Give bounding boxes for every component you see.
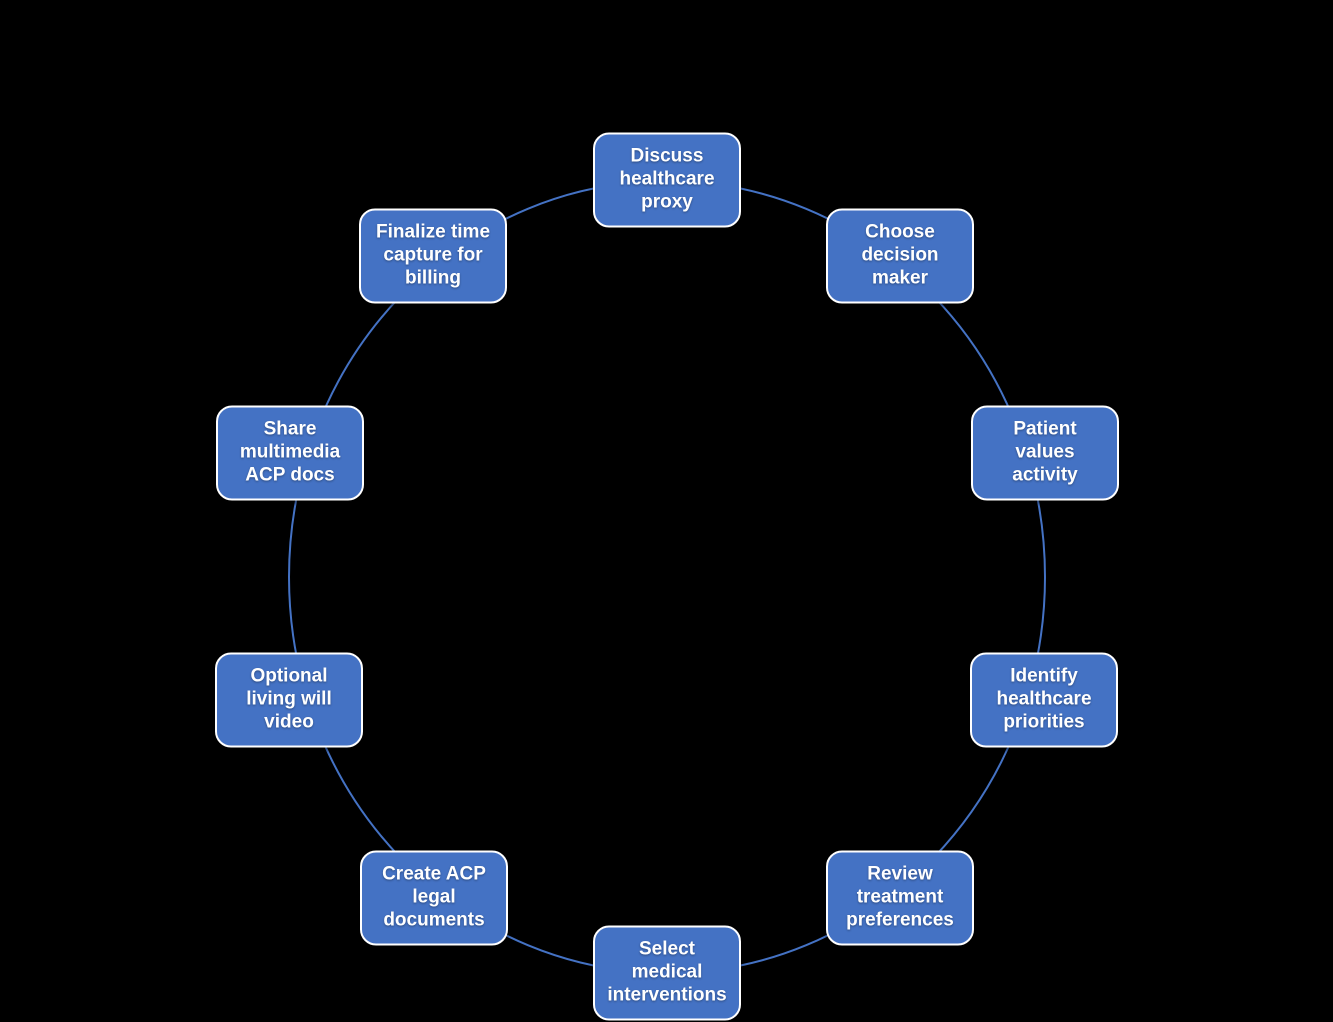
cycle-node-label: Create ACP legal documents bbox=[382, 863, 486, 931]
cycle-node-optional-living-will-video: Optional living will video bbox=[215, 652, 363, 748]
cycle-node-review-treatment-preferences: Review treatment preferences bbox=[826, 850, 974, 946]
cycle-node-create-acp-legal-documents: Create ACP legal documents bbox=[360, 850, 508, 946]
cycle-node-label: Identify healthcare priorities bbox=[996, 665, 1092, 733]
cycle-node-label: Optional living will video bbox=[246, 665, 332, 733]
cycle-node-patient-values-activity: Patient values activity bbox=[971, 405, 1119, 501]
cycle-node-label: Patient values activity bbox=[1012, 418, 1078, 486]
cycle-node-label: Choose decision maker bbox=[861, 221, 939, 289]
cycle-node-identify-healthcare-priorities: Identify healthcare priorities bbox=[970, 652, 1118, 748]
cycle-node-label: Review treatment preferences bbox=[846, 863, 954, 931]
cycle-node-discuss-healthcare-proxy: Discuss healthcare proxy bbox=[593, 132, 741, 228]
cycle-node-label: Select medical interventions bbox=[607, 938, 727, 1006]
cycle-node-select-medical-interventions: Select medical interventions bbox=[593, 925, 741, 1021]
cycle-node-label: Discuss healthcare proxy bbox=[619, 145, 715, 213]
cycle-node-share-multimedia-acp-docs: Share multimedia ACP docs bbox=[216, 405, 364, 501]
cycle-node-label: Finalize time capture for billing bbox=[375, 221, 491, 289]
cycle-node-choose-decision-maker: Choose decision maker bbox=[826, 208, 974, 304]
cycle-node-finalize-time-capture-for-billing: Finalize time capture for billing bbox=[359, 208, 507, 304]
cycle-node-label: Share multimedia ACP docs bbox=[239, 418, 341, 486]
